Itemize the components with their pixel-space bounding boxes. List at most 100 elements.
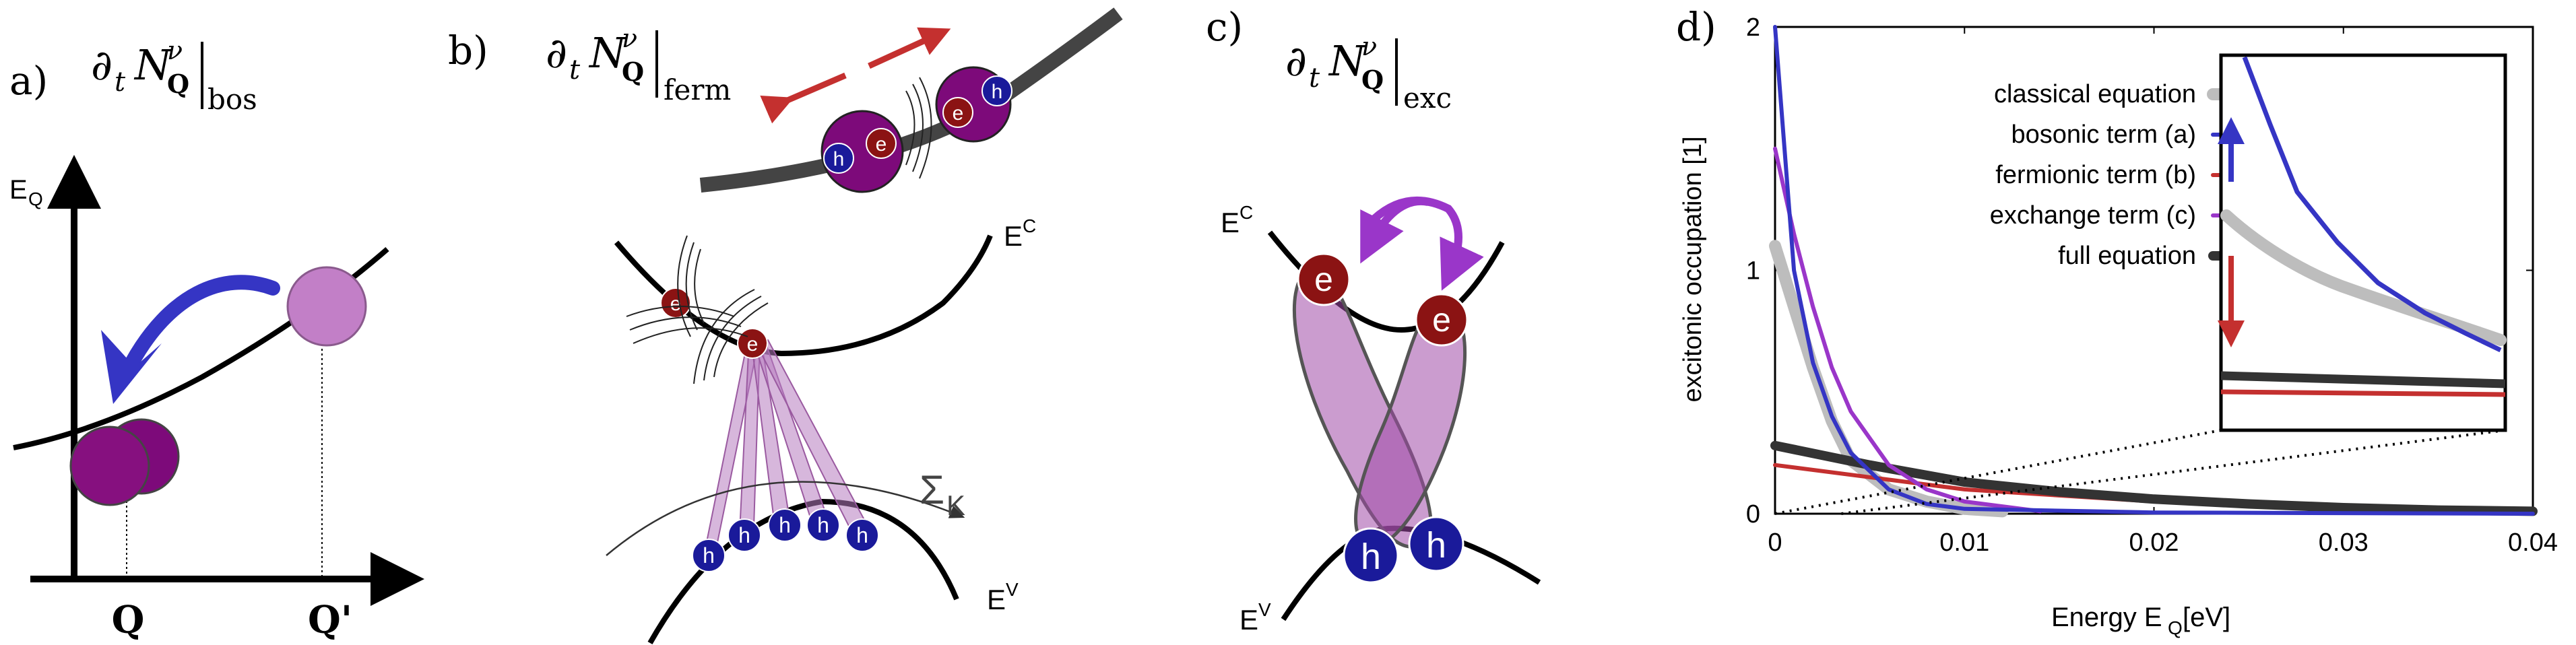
svg-text:N: N (133, 40, 173, 90)
svg-text:V: V (1258, 599, 1271, 620)
interaction-lines-top (905, 77, 932, 179)
svg-text:e: e (876, 133, 887, 156)
svg-text:Q: Q (622, 57, 644, 87)
exciton-left: h e (820, 110, 904, 193)
sum-symbol: Σ (920, 467, 944, 512)
panel-b-ec-label: E (1004, 220, 1023, 252)
legend-label-bosonic: bosonic term (a) (2011, 121, 2196, 149)
panel-d-label: d) (1676, 4, 1716, 50)
svg-text:h: h (856, 523, 868, 547)
svg-text:V: V (1006, 579, 1019, 600)
panel-b-label: b) (448, 28, 488, 73)
series-line-exchange (1773, 146, 2042, 514)
inset-series-bosonic (2242, 56, 2502, 353)
svg-text:h: h (703, 543, 715, 568)
panel-a-tick-qprime: Q' (308, 598, 352, 642)
panel-b-equation: ∂ t N ν Q ferm (546, 24, 731, 106)
svg-text:Q: Q (2168, 617, 2183, 638)
svg-text:C: C (1239, 202, 1253, 223)
electrons-b: e e (660, 287, 768, 359)
exchange-arrow (760, 27, 951, 124)
legend-label-full: full equation (2058, 242, 2196, 270)
exciton-right: e h (935, 66, 1012, 143)
y-tick-label: 0 (1746, 500, 1760, 529)
panel-a-equation: ∂ t N ν Q bos (91, 36, 257, 116)
series-line-full (1770, 440, 2538, 516)
inset-series-full (2220, 371, 2506, 388)
svg-text:ν: ν (1361, 32, 1377, 61)
svg-text:h: h (738, 523, 750, 547)
scattering-arrow (101, 275, 280, 404)
legend-label-exchange: exchange term (c) (1990, 201, 2196, 230)
zoom-line-1 (1774, 429, 2222, 515)
panel-c: c) ∂ t N ν Q exc E C E V e e h (1206, 4, 1541, 636)
svg-text:h: h (833, 148, 845, 170)
panel-a-y-sub: Q (28, 189, 43, 209)
legend-label-fermionic: fermionic term (b) (1995, 161, 2196, 189)
svg-text:t: t (115, 67, 126, 98)
inset-series-fermionic (2220, 389, 2506, 397)
svg-text:e: e (953, 102, 964, 125)
y-tick-label: 1 (1746, 257, 1760, 285)
svg-text:∂: ∂ (546, 28, 567, 77)
svg-text:h: h (992, 81, 1003, 103)
exciton-qprime (286, 266, 367, 347)
svg-text:h: h (1361, 537, 1381, 577)
x-tick-label: 0.02 (2129, 529, 2179, 557)
panel-c-eq-subscript: exc (1403, 81, 1452, 114)
svg-text:e: e (1314, 261, 1333, 298)
svg-text:C: C (1023, 215, 1036, 236)
inset (2218, 53, 2507, 432)
panel-c-ev-label: E (1239, 604, 1258, 636)
panel-b-eq-subscript: ferm (664, 73, 731, 106)
series-line-bosonic (1773, 25, 2535, 516)
svg-text:t: t (569, 55, 581, 86)
holes-b: h h h h h (692, 508, 879, 572)
panel-a-tick-q: Q (112, 598, 145, 642)
panel-d: d) 0 0.01 0.02 0.03 0.04 0 1 2 excitonic occupa… (1676, 4, 2558, 638)
svg-text:h: h (817, 513, 829, 537)
svg-text:excitonic occupation [1]: excitonic occupation [1] (1679, 136, 1707, 402)
inset-series-classical (2220, 209, 2507, 346)
svg-text:∂: ∂ (1285, 36, 1307, 86)
electrons-c: e e (1297, 252, 1469, 347)
exciton-q-front (69, 426, 150, 506)
x-tick-label: 0.04 (2508, 529, 2558, 557)
panel-a-eq-subscript: bos (207, 83, 257, 116)
x-tick-label: 0 (1768, 529, 1782, 557)
ticks: 0 0.01 0.02 0.03 0.04 0 1 2 (1746, 13, 2558, 557)
swap-arrows (1360, 197, 1484, 291)
sum-sub: K (946, 489, 965, 521)
legend-label-classical: classical equation (1994, 80, 2196, 108)
sum-arrow (606, 481, 965, 556)
svg-text:∂: ∂ (91, 40, 112, 90)
svg-text:Q: Q (167, 69, 189, 99)
panel-a-label: a) (9, 58, 48, 104)
series (1769, 25, 2538, 518)
svg-text:ν: ν (622, 24, 637, 53)
svg-text:e: e (747, 333, 759, 355)
svg-text:Energy E: Energy E (2051, 603, 2162, 632)
panel-b-ev-label: E (987, 584, 1006, 615)
y-tick-label: 2 (1746, 13, 1760, 42)
svg-text:h: h (779, 513, 791, 537)
x-axis-label: Energy E Q [eV] (2051, 603, 2230, 638)
panel-c-ec-label: E (1221, 207, 1239, 238)
svg-text:ν: ν (167, 36, 183, 65)
panel-c-label: c) (1206, 4, 1243, 50)
svg-text:N: N (1328, 36, 1367, 86)
panel-c-equation: ∂ t N ν Q exc (1285, 32, 1452, 114)
svg-text:N: N (588, 28, 628, 77)
panel-a-y-label: E (9, 175, 28, 205)
svg-text:[eV]: [eV] (2183, 603, 2230, 632)
holes-c: h h (1343, 516, 1464, 584)
zoom-line-2 (1841, 429, 2506, 515)
svg-text:Q: Q (1361, 65, 1384, 95)
panel-b: b) ∂ t N ν Q ferm h e e h (448, 7, 1123, 644)
svg-text:h: h (1426, 525, 1446, 566)
interaction-lines-bottom (626, 235, 769, 384)
x-tick-label: 0.01 (1939, 529, 1989, 557)
panel-b-valence-band (647, 498, 959, 644)
x-tick-label: 0.03 (2319, 529, 2369, 557)
